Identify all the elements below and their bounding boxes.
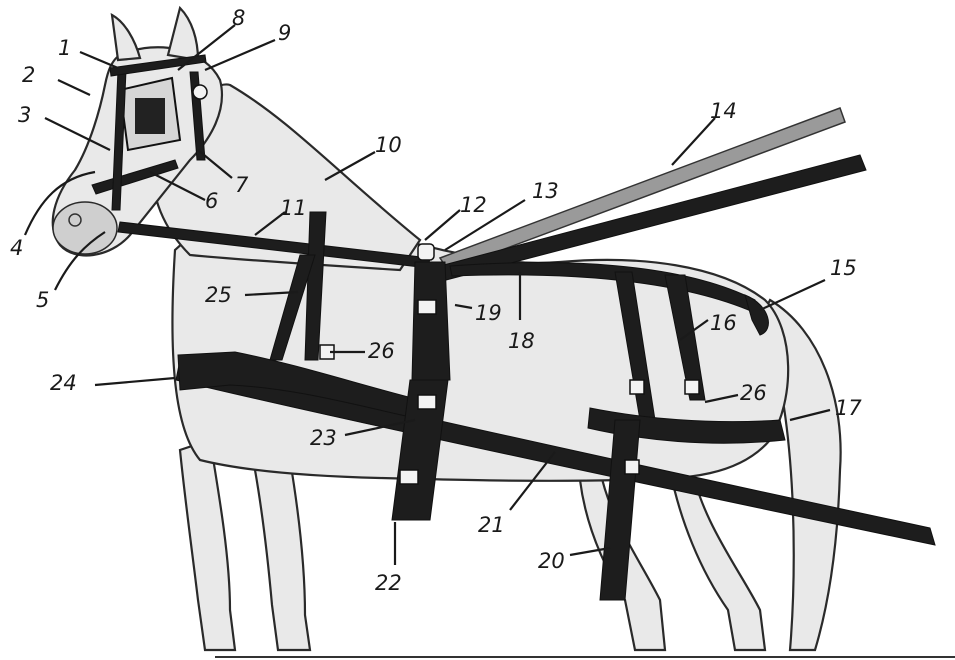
callout-13: 13 [532, 179, 559, 203]
callout-2: 2 [22, 63, 35, 87]
callout-17: 17 [835, 396, 862, 420]
callout-5: 5 [36, 288, 49, 312]
callout-6: 6 [205, 189, 218, 213]
saddle-pad [412, 262, 450, 380]
horse-front-leg [180, 440, 235, 650]
horse-ear-left [112, 15, 140, 60]
callout-24: 24 [50, 371, 77, 395]
callout-23: 23 [310, 426, 337, 450]
callout-9: 9 [278, 21, 291, 45]
callout-25: 25 [205, 283, 232, 307]
callout-12: 12 [460, 193, 487, 217]
buckle [685, 380, 699, 394]
callout-8: 8 [232, 6, 245, 30]
callout-4: 4 [10, 236, 23, 260]
callout-15: 15 [830, 256, 857, 280]
buckle [418, 395, 436, 409]
horse-ear-right [168, 8, 198, 60]
callout-18: 18 [508, 329, 535, 353]
buckle [418, 300, 436, 314]
callout-20: 20 [538, 549, 565, 573]
buckle [630, 380, 644, 394]
callout-26a: 26 [368, 339, 395, 363]
callout-1: 1 [58, 36, 71, 60]
callout-22: 22 [375, 571, 402, 595]
blinker-window [135, 98, 165, 134]
terret [418, 244, 434, 260]
buckle [625, 460, 639, 474]
callout-26b: 26 [740, 381, 767, 405]
callout-21: 21 [478, 513, 505, 537]
buckle [400, 470, 418, 484]
callout-19: 19 [475, 301, 502, 325]
horse-front-leg-2 [255, 460, 310, 650]
rosette [193, 85, 207, 99]
callout-10: 10 [375, 133, 402, 157]
callout-14: 14 [710, 99, 737, 123]
callout-7: 7 [235, 173, 249, 197]
callout-16: 16 [710, 311, 737, 335]
callout-11: 11 [280, 196, 307, 220]
callout-3: 3 [18, 103, 31, 127]
